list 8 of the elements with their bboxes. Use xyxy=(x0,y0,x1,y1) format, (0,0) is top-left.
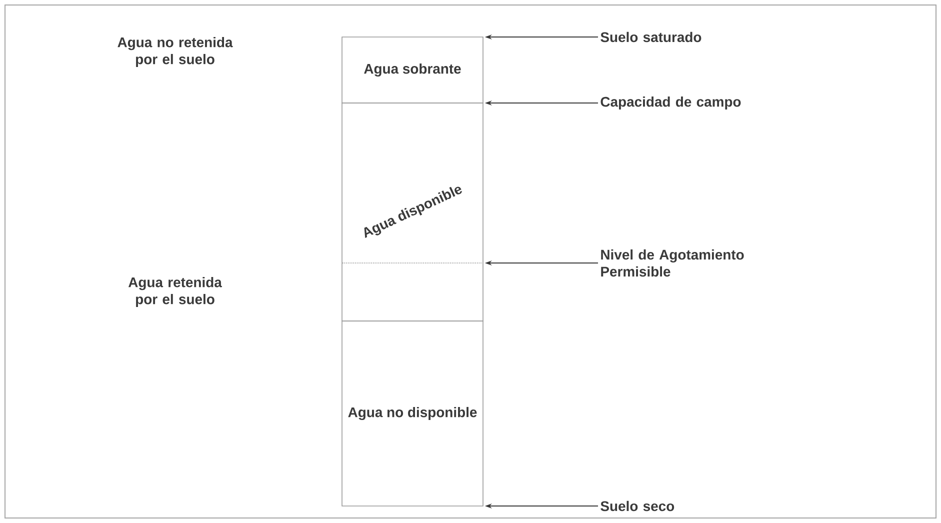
level-label: Nivel de Agotamiento Permisible xyxy=(601,249,744,277)
side-label: Agua retenida por el suelo xyxy=(128,277,222,307)
level-label: Capacidad de campo xyxy=(600,96,741,110)
level-label: Suelo seco xyxy=(600,500,674,512)
zone-box: Agua no disponible xyxy=(342,320,484,506)
level-label: Suelo saturado xyxy=(600,32,702,42)
side-label: Agua no retenida por el suelo xyxy=(118,37,233,67)
zone-box: Agua sobrante xyxy=(342,36,484,104)
